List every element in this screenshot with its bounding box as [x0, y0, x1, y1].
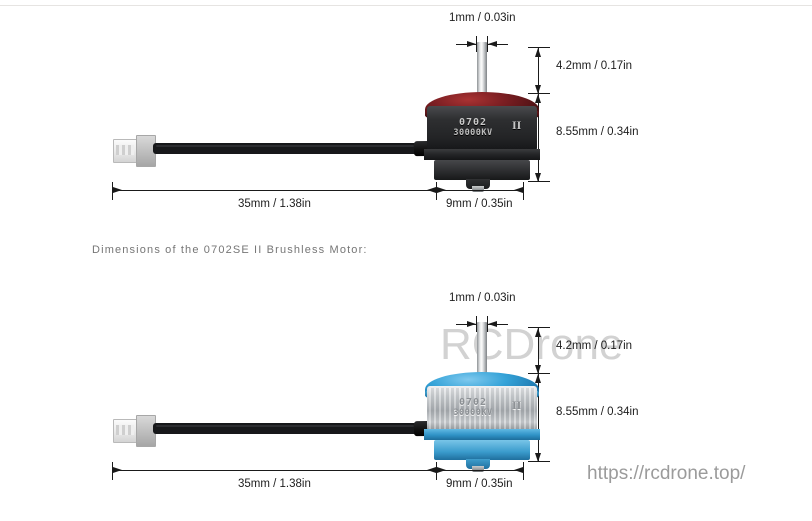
top-shaft-ext-left [476, 36, 477, 52]
section-caption: Dimensions of the 0702SE II Brushless Mo… [92, 244, 368, 256]
site-url-watermark: https://rcdrone.top/ [587, 463, 746, 484]
top-shaft-height-dim-line [538, 48, 539, 93]
top-shaft-ext-right [487, 36, 488, 52]
motor-label-plate: 0702 30000KV [437, 112, 509, 144]
bottom-motor-width-dim-line [437, 470, 523, 471]
bottom-motor-width-arrow-right [514, 466, 523, 473]
top-shaft-height-tick-top [528, 47, 550, 48]
bottom-motor-width-arrow-left [437, 466, 446, 473]
bottom-cable-arrow-left [113, 466, 122, 473]
top-shaft-arrow-in-right [488, 40, 497, 47]
top-motor-width-dim-line [437, 190, 523, 191]
top-body-height-arrow-up [534, 94, 541, 103]
top-cable-ext-right [523, 182, 524, 200]
motor-shaft [477, 322, 487, 384]
bottom-shaft-ext-left [476, 316, 477, 332]
bottom-body-height-label: 8.55mm / 0.34in [556, 406, 639, 418]
motor-cable-highlight [156, 425, 414, 427]
motor-base-lower [434, 440, 530, 460]
bottom-shaft-arrow-in-right [488, 320, 497, 327]
top-shaft-height-label: 4.2mm / 0.17in [556, 60, 633, 72]
top-body-height-arrow-down [534, 173, 541, 182]
bottom-cable-ext-mid [436, 462, 437, 480]
top-motor-width-label: 9mm / 0.35in [446, 198, 513, 210]
brand-watermark: RCDrone [440, 320, 624, 369]
motor-mark-text: II [512, 118, 522, 132]
bottom-body-height-arrow-up [534, 374, 541, 383]
top-motor-width-arrow-left [437, 186, 446, 193]
top-cable-arrow-right [427, 186, 436, 193]
bottom-cable-ext-left [112, 462, 113, 480]
motor-kv-text: 30000KV [453, 128, 493, 139]
bottom-shaft-height-arrow-down [534, 365, 541, 374]
motor-body [427, 106, 537, 151]
bottom-cable-length-label: 35mm / 1.38in [238, 478, 311, 490]
top-cable-ext-left [112, 182, 113, 200]
motor-body-flutes [429, 388, 535, 429]
bottom-shaft-height-arrow-up [534, 328, 541, 337]
top-shaft-height-arrow-up [534, 48, 541, 57]
top-cable-dim-line [113, 190, 436, 191]
motor-cable [153, 143, 418, 154]
top-cable-length-label: 35mm / 1.38in [238, 198, 311, 210]
motor-hub [466, 459, 490, 469]
motor-shaft [477, 42, 487, 104]
bottom-shaft-arrow-in-left [467, 320, 476, 327]
motor-model-text: 0702 [458, 117, 488, 129]
connector-pins [116, 145, 134, 155]
bottom-panel: RCDrone 1mm / 0.03in 4.2mm / 0.17in 8.55… [0, 280, 812, 521]
top-body-height-dim-line [538, 94, 539, 182]
motor-model-text: 0702 [458, 397, 488, 409]
motor-label-plate: 0702 30000KV [437, 392, 509, 424]
bottom-motor-width-label: 9mm / 0.35in [446, 478, 513, 490]
motor-screw-tip [472, 466, 484, 472]
motor-kv-text: 30000KV [453, 408, 493, 419]
top-shaft-dim-line-left [456, 44, 476, 45]
top-shaft-height-arrow-down [534, 85, 541, 94]
top-cable-ext-mid [436, 182, 437, 200]
top-panel: 1mm / 0.03in 4.2mm / 0.17in 8.55mm / 0.3… [0, 0, 812, 232]
bottom-shaft-height-label: 4.2mm / 0.17in [556, 340, 633, 352]
motor-cable-highlight [156, 145, 414, 147]
bottom-body-height-arrow-down [534, 453, 541, 462]
bottom-cable-dim-line [113, 470, 436, 471]
motor-base-flange [424, 429, 540, 440]
top-shaft-diameter-label: 1mm / 0.03in [449, 12, 516, 24]
top-cable-arrow-left [113, 186, 122, 193]
motor-screw-tip [472, 186, 484, 192]
motor-base-lower [434, 160, 530, 180]
bottom-shaft-height-tick-top [528, 327, 550, 328]
top-shaft-arrow-in-left [467, 40, 476, 47]
top-body-height-label: 8.55mm / 0.34in [556, 126, 639, 138]
bottom-shaft-dim-line-right [488, 324, 508, 325]
bottom-shaft-height-dim-line [538, 328, 539, 373]
bottom-shaft-dim-line-left [456, 324, 476, 325]
bottom-body-height-dim-line [538, 374, 539, 462]
motor-cable [153, 423, 418, 434]
motor-mark-text: II [512, 398, 522, 412]
bottom-cable-arrow-right [427, 466, 436, 473]
motor-hub [466, 179, 490, 189]
top-motor-width-arrow-right [514, 186, 523, 193]
bottom-shaft-diameter-label: 1mm / 0.03in [449, 292, 516, 304]
top-divider [0, 5, 812, 6]
bottom-shaft-ext-right [487, 316, 488, 332]
motor-base-flange [424, 149, 540, 160]
connector-pins [116, 425, 134, 435]
motor-body [427, 386, 537, 431]
bottom-cable-ext-right [523, 462, 524, 480]
top-shaft-dim-line-right [488, 44, 508, 45]
